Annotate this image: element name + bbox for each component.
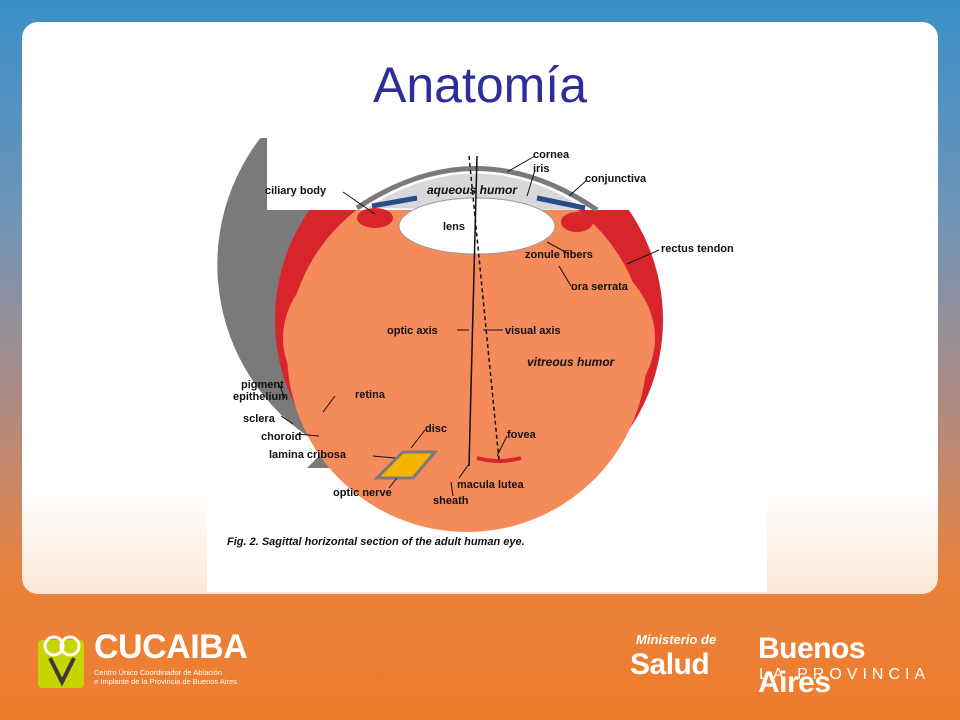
label-rectus-tendon: rectus tendon [661, 243, 734, 255]
cucaiba-subtitle-line2: e Implante de la Provincia de Buenos Air… [94, 677, 238, 686]
provincia-line1: Buenos Aires [758, 632, 866, 699]
label-retina: retina [355, 389, 386, 401]
label-choroid: choroid [261, 431, 301, 443]
cucaiba-subtitle-line1: Centro Único Coordinador de Ablación [94, 668, 222, 677]
figure-caption: Fig. 2. Sagittal horizontal section of t… [227, 536, 525, 548]
fovea-shape [476, 456, 522, 463]
ciliary-body-right [561, 212, 593, 232]
label-lens: lens [443, 221, 465, 233]
label-lamina-cribosa: lamina cribosa [269, 449, 347, 461]
label-ora-serrata: ora serrata [571, 281, 629, 293]
label-conjunctiva: conjunctiva [585, 173, 647, 185]
label-epithelium: epithelium [233, 391, 288, 403]
label-aqueous-humor: aqueous humor [427, 183, 518, 197]
optic-nerve-shape [373, 450, 439, 480]
ministerio-line1: Ministerio de [636, 632, 717, 647]
label-iris: iris [533, 163, 550, 175]
ciliary-body-left [357, 208, 393, 228]
iris-left [371, 195, 418, 209]
label-visual-axis: visual axis [505, 325, 561, 337]
label-cornea: cornea [533, 149, 570, 161]
label-ciliary-body: ciliary body [265, 185, 327, 197]
visual-axis-line [468, 155, 500, 461]
leader-lines [278, 155, 660, 497]
label-optic-axis: optic axis [387, 325, 438, 337]
vitreous-humor-main [287, 172, 647, 532]
label-fovea: fovea [507, 429, 537, 441]
aqueous-humor-shape [367, 173, 587, 210]
label-sheath: sheath [433, 495, 469, 507]
label-sclera: sclera [243, 413, 276, 425]
label-optic-nerve: optic nerve [333, 487, 392, 499]
cucaiba-logo: CUCAIBA Centro Único Coordinador de Abla… [36, 628, 266, 694]
optic-axis-line [468, 155, 478, 467]
cucaiba-subtitle: Centro Único Coordinador de Ablación e I… [94, 668, 264, 686]
label-pigment: pigment [241, 379, 284, 391]
label-disc: disc [425, 423, 447, 435]
label-macula-lutea: macula lutea [457, 479, 525, 491]
buenos-aires-provincia-logo: Buenos Aires LA PROVINCIA [758, 632, 938, 699]
iris-right [536, 195, 586, 211]
cucaiba-name: CUCAIBA [94, 628, 248, 666]
provincia-line2: LA PROVINCIA [759, 666, 931, 683]
eye-diagram-figure: cornea iris conjunctiva ciliary body aqu… [207, 138, 767, 592]
label-zonule-fibers: zonule fibers [525, 249, 593, 261]
label-vitreous-humor: vitreous humor [527, 355, 616, 369]
ministerio-salud-logo: Ministerio de Salud [628, 632, 728, 688]
eye-diagram: cornea iris conjunctiva ciliary body aqu… [217, 138, 734, 548]
slide-title: Anatomía [372, 57, 587, 113]
cucaiba-emblem-icon [38, 635, 84, 688]
ministerio-line2: Salud [630, 648, 710, 681]
lens-shape [398, 197, 556, 255]
